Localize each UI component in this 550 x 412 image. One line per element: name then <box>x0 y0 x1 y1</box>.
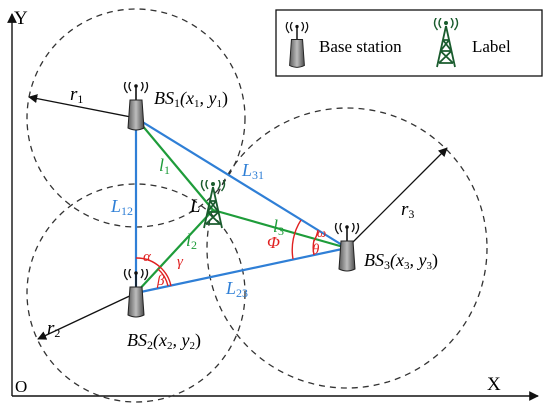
distance-l3-label: l3 <box>273 216 284 238</box>
radius-arrows <box>28 94 448 340</box>
radius-r2-label: r2 <box>47 318 60 340</box>
base-station-1-icon <box>123 82 149 131</box>
angle-theta-label: θ <box>312 242 320 258</box>
range-circle-bs3 <box>206 107 488 389</box>
x-axis-label: X <box>487 374 501 395</box>
angle-phi-label: Φ <box>267 233 280 252</box>
radius-arrow-r3 <box>346 147 448 249</box>
station-3-label: BS3(x3, y3) <box>364 250 438 272</box>
radius-r3-label: r3 <box>401 199 414 221</box>
radius-arrow-r2 <box>37 292 137 340</box>
legend: Base station Label <box>275 9 543 77</box>
range-circles <box>26 8 488 403</box>
angle-gamma-label: γ <box>177 254 184 270</box>
legend-base-station-label: Base station <box>319 37 402 56</box>
edge-L31 <box>135 117 348 249</box>
arc-beta <box>157 268 169 287</box>
angle-omega-label: ω <box>317 225 326 240</box>
angle-alpha-label: α <box>143 249 152 265</box>
distance-L23-label: L23 <box>225 278 248 300</box>
legend-tag-label: Label <box>472 37 511 56</box>
coordinate-axes: Y X O <box>7 8 539 401</box>
edge-l2 <box>135 209 214 294</box>
arc-alpha <box>135 257 161 268</box>
station-2-label: BS2(x2, y2) <box>127 330 201 352</box>
radius-arrow-r1 <box>28 94 137 119</box>
range-circle-bs1 <box>26 8 246 228</box>
arc-phi <box>291 219 302 260</box>
distance-L31-label: L31 <box>241 160 264 182</box>
arc-gamma <box>159 266 172 287</box>
range-circle-bs2 <box>26 183 246 403</box>
station-1-label: BS1(x1, y1) <box>154 88 228 110</box>
edge-l3 <box>212 208 348 250</box>
distance-l1-label: l1 <box>159 155 170 177</box>
distance-L12-label: L12 <box>110 196 133 218</box>
angle-beta-label: β <box>156 273 165 289</box>
angle-arcs <box>135 219 319 287</box>
tag-edges <box>135 117 348 294</box>
tag-tower-icon <box>200 180 226 229</box>
distance-l2-label: l2 <box>186 230 197 252</box>
arc-theta <box>312 239 315 256</box>
tag-label: L <box>189 196 201 217</box>
edge-l1 <box>135 117 214 211</box>
y-axis-label: Y <box>14 8 28 29</box>
legend-box <box>275 9 543 77</box>
radius-r1-label: r1 <box>70 84 83 106</box>
angle-labels: α β γ Φ ω θ <box>143 225 326 289</box>
origin-label: O <box>15 377 27 396</box>
